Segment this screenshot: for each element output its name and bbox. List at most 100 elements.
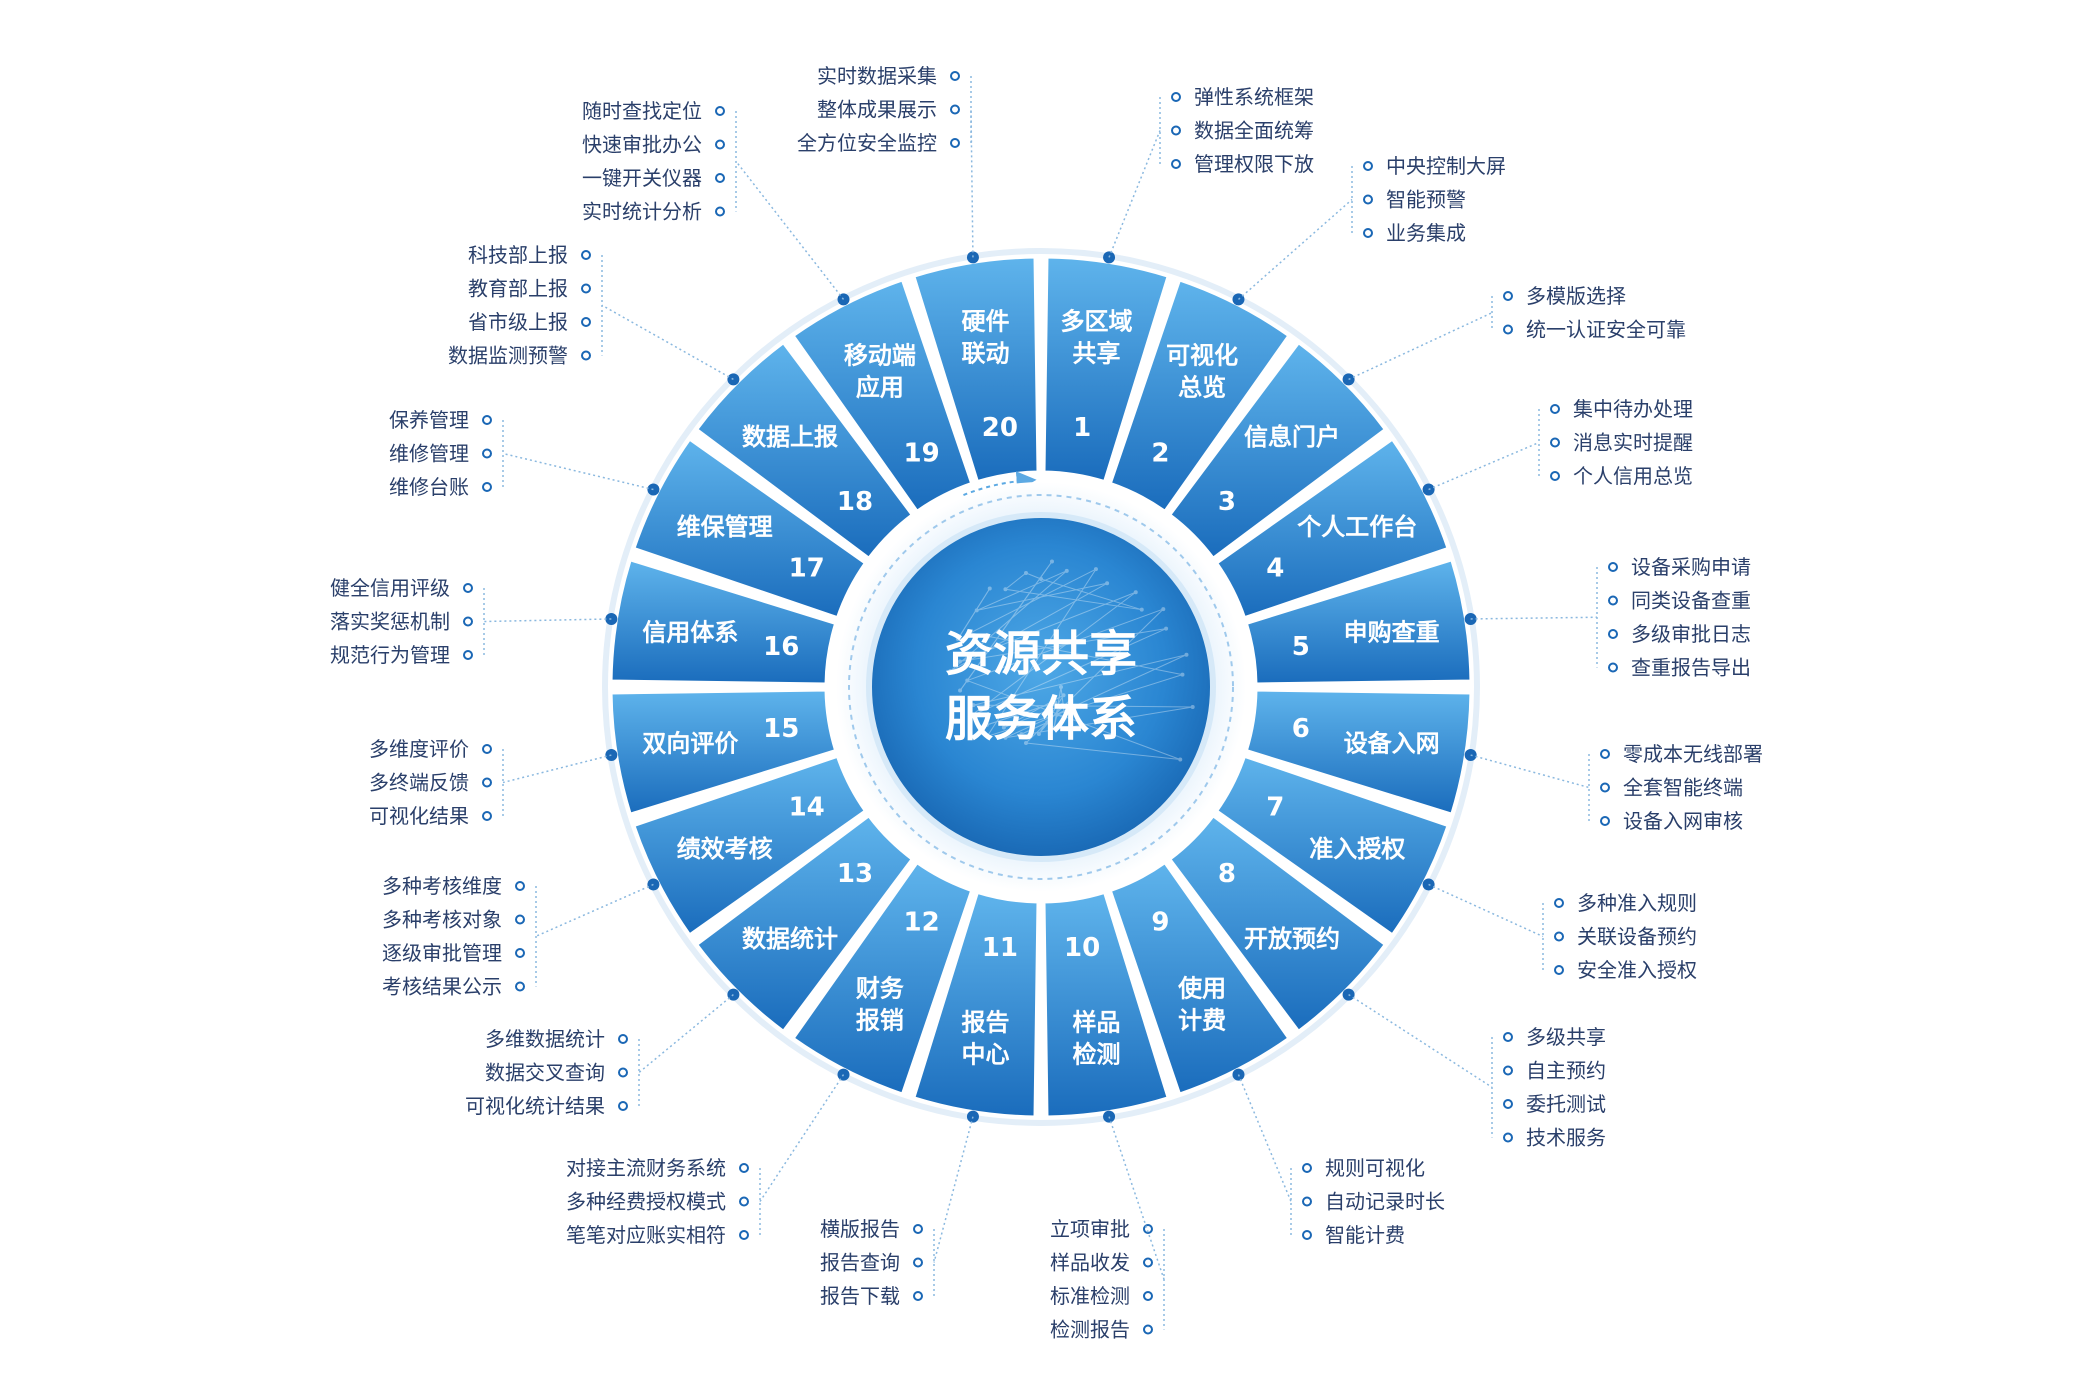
callout-bullet [739, 1163, 749, 1173]
segment-number: 9 [1151, 907, 1169, 937]
segment-number: 13 [837, 859, 873, 889]
callout-item: 健全信用评级 [330, 576, 450, 600]
network-node [967, 714, 972, 719]
callout-item: 快速审批办公 [582, 133, 702, 157]
callout-item: 同类设备查重 [1631, 589, 1751, 613]
segment-shape [632, 437, 868, 620]
segment-number: 3 [1218, 487, 1236, 517]
segment-7[interactable]: 7 准入授权 [1214, 754, 1450, 937]
callout-bullet [482, 448, 492, 459]
callout-bullet [1550, 437, 1560, 448]
callout-bullet [1363, 194, 1373, 205]
segment-number: 10 [1064, 933, 1100, 963]
center-dashed-ring [848, 494, 1234, 880]
segment-label: 数据上报 [742, 423, 838, 451]
network-link [1021, 721, 1048, 735]
callout-bullet [950, 104, 960, 115]
callout-item: 多维数据统计 [485, 1027, 605, 1051]
callout-item: 横版报告 [820, 1217, 900, 1241]
callout-bullet [1302, 1163, 1312, 1173]
callout-connector [601, 304, 734, 381]
callout-item: 业务集成 [1386, 221, 1466, 245]
callout-item: 统一认证安全可靠 [1526, 318, 1686, 342]
segment-label: 个人工作台 [1297, 513, 1417, 541]
segment-label: 报告 [961, 1009, 1009, 1037]
direction-arrow [963, 471, 1037, 497]
segment-number: 4 [1266, 554, 1284, 584]
callout-item: 实时数据采集 [817, 64, 937, 88]
callout-item: 保养管理 [389, 408, 469, 432]
callout-bullet [1554, 898, 1564, 908]
callout-bullet [1143, 1257, 1153, 1268]
segment-label: 移动端 [844, 342, 916, 370]
callout-item: 弹性系统框架 [1194, 85, 1314, 109]
network-link [986, 702, 1056, 726]
segment-number: 5 [1292, 632, 1310, 662]
network-link [959, 591, 1136, 662]
network-node [1133, 590, 1138, 595]
network-link [976, 582, 1108, 611]
callout-bullet [1503, 324, 1513, 335]
segment-18[interactable]: 18 数据上报 [694, 340, 915, 561]
network-link [1003, 704, 1063, 729]
segment-label: 使用 [1177, 974, 1226, 1002]
callout-item: 管理权限下放 [1194, 152, 1314, 176]
callout-item: 自主预约 [1526, 1059, 1606, 1083]
callout-item: 智能预警 [1386, 188, 1466, 212]
segment-4[interactable]: 4 个人工作台 [1214, 437, 1450, 620]
segment-shape [1214, 754, 1450, 937]
callout-bullet [1503, 1132, 1513, 1143]
callout-bullet [482, 415, 492, 425]
callout-groups: 弹性系统框架数据全面统筹管理权限下放中央控制大屏智能预警业务集成多模版选择统一认… [330, 64, 1763, 1342]
segment-label: 双向评价 [642, 730, 739, 758]
network-link [959, 561, 1053, 691]
callout-item: 多种考核维度 [382, 874, 502, 898]
callout-item: 标准检测 [1050, 1284, 1130, 1308]
callout-item: 多级共享 [1526, 1025, 1606, 1049]
network-node [1178, 757, 1183, 762]
network-node [1053, 700, 1058, 705]
network-node [1003, 735, 1008, 740]
network-link [1053, 686, 1062, 729]
network-link [986, 702, 1056, 726]
callout-item: 中央控制大屏 [1386, 154, 1506, 178]
segment-shape [1042, 255, 1171, 484]
callout-item: 自动记录时长 [1325, 1190, 1445, 1214]
segment-number: 18 [837, 487, 873, 517]
network-link [976, 570, 1067, 611]
callout-item: 规范行为管理 [330, 643, 450, 667]
segment-label: 准入授权 [1309, 835, 1405, 863]
callout-item: 规则可视化 [1325, 1156, 1425, 1180]
callout-connector [759, 1074, 845, 1202]
callout-bullet [1503, 1032, 1513, 1042]
segment-number: 7 [1266, 792, 1284, 822]
segment-shape [1244, 557, 1473, 686]
callout-item: 全套智能终端 [1623, 776, 1743, 800]
network-link [973, 654, 1187, 706]
segment-label: 可视化 [1166, 342, 1238, 370]
callout-item: 查重报告导出 [1631, 656, 1751, 680]
callout-bullet [515, 881, 525, 891]
network-link [950, 582, 1108, 672]
callout-bullet [1600, 816, 1610, 826]
segment-shape [911, 255, 1040, 484]
segment-shape [609, 688, 838, 817]
network-node [1190, 704, 1195, 709]
network-link [969, 591, 1137, 717]
